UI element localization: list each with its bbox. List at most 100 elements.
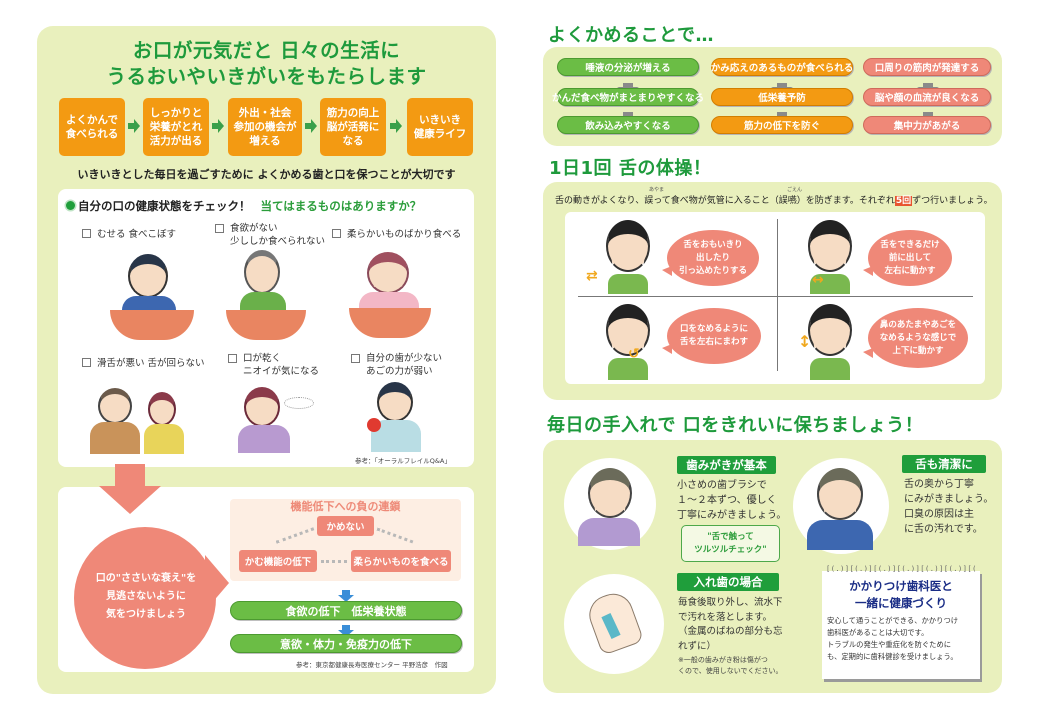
brushing-tag: 歯みがきが基本 [677,456,776,474]
arrow-icon: ↕ [798,332,812,351]
check-item-5[interactable]: 口が乾く ニオイが気になる [228,352,319,378]
arrow-down-icon [338,622,354,637]
benefit-blood-flow: 脳や顔の血流が良くなる [863,88,991,106]
brushing-text: 小さめの歯ブラシで １～２本ずつ、優しく 丁寧にみがきましょう。 [677,480,787,521]
tongue-clean-text: 舌の奥から丁寧 にみがきましょう。 口臭の原因は主 に舌の汚れです。 [904,479,994,535]
tongue-intro: 舌の動きがよくなり、誤って食べ物が気管に入ること（誤嚥）を防ぎます。それぞれ5回… [555,193,993,206]
smooth-check-box: "舌で触って ツルツルチェック" [681,525,780,562]
benefit-mouth-muscles: 口周りの筋肉が発達する [863,58,991,76]
speech-bubble-1: 舌をおもいきり 出したり 引っ込めたりする [662,230,759,286]
check-item-label: 滑舌が悪い 舌が回らない [97,358,205,369]
ruby-ayamatte: あやま [649,187,665,193]
benefit-swallow: 飲み込みやすくなる [557,116,699,134]
grid-divider [777,219,778,371]
chew-section-title: よくかめることで… [548,25,714,46]
flow-step-5: いきいき 健康ライフ [407,98,473,156]
result-appetite-nutrition: 食欲の低下 低栄養状態 [230,601,462,620]
illustration-tongue-clean-man [793,458,889,554]
memo-title: かかりつけ歯科医と 一緒に健康づくり [849,579,953,610]
subline: いきいきとした毎日を過ごすために よくかめる歯と口を保つことが大切です [77,168,456,181]
checkbox[interactable] [332,229,341,238]
speech-bubble-4: 鼻のあたまやあごを なめるような感じで 上下に動かす [863,308,968,368]
tongue-clean-tag: 舌も清潔に [902,455,986,473]
checkbox[interactable] [82,229,91,238]
check-item-4[interactable]: 滑舌が悪い 舌が回らない [82,357,205,370]
illustration-speech-couple [90,380,190,455]
illustration-choking-man [106,250,196,342]
illustration-brushing-woman [564,458,656,550]
illustration-no-appetite-man [226,250,306,342]
check-heading-text: 自分の口の健康状態をチェック！ [78,199,251,213]
checkbox[interactable] [228,354,237,363]
warning-circle-text: 口の"ささいな衰え"を 見逃さないように 気をつけましょう [95,573,197,620]
illustration-exercise-1: ⇄ [586,218,658,294]
chain-item-chew-decline: かむ機能の低下 [239,550,317,572]
benefit-chewy-food: かみ応えのあるものが食べられる [711,58,853,76]
check-heading: 自分の口の健康状態をチェック！ 当てはまるものはありますか？ [66,198,421,214]
repeat-count: 5回 [894,196,913,206]
check-item-3[interactable]: 柔らかいものばかり食べる [332,228,461,241]
grid-divider [578,296,973,297]
bullet-icon [66,201,75,210]
main-title-line1: お口が元気だと 日々の生活に [132,39,401,62]
arrow-right-icon [128,119,140,133]
main-title: お口が元気だと 日々の生活に うるおいやいきがいをもたらします [37,38,496,90]
reference-oral-frailty: 参考：「オーラルフレイルQ&A」 [355,457,451,465]
illustration-exercise-4: ↕ [798,302,860,380]
chain-title: 機能低下への負の連鎖 [290,500,401,513]
flow-step-2: しっかりと 栄養がとれ 活力が出る [143,98,209,156]
check-item-label: 柔らかいものばかり食べる [347,229,462,240]
benefit-saliva: 唾液の分泌が増える [557,58,699,76]
flow-step-4: 筋力の向上 脳が活発に なる [320,98,386,156]
check-item-6[interactable]: 自分の歯が少ない あごの力が弱い [351,352,442,378]
check-item-label: むせる 食べこぼす [97,229,177,240]
result-motivation-immunity: 意欲・体力・免疫力の低下 [230,634,462,653]
arrow-down-icon [917,78,939,93]
illustration-denture-hands [564,574,664,674]
reference-tmghig: 参考：東京都健康長寿医療センター 平野浩彦 作図 [296,661,448,669]
arrow-icon: ↺ [628,346,640,362]
check-question: 当てはまるものはありますか？ [260,199,422,213]
speech-bubble-3: 口をなめるように 舌を左右にまわす [662,308,761,364]
intro-text-end: ずつ行いましょう。 [912,196,993,206]
main-title-line2: うるおいやいきがいをもたらします [106,65,427,88]
illustration-exercise-2: ↔ [800,218,860,294]
flow-step-1: よくかんで 食べられる [59,98,125,156]
illustration-soft-food-woman [345,250,435,342]
arrow-right-icon [212,119,224,133]
memo-rings: [(.)][(.)][(.)][(.)][(.)][(.)][(.)] [826,565,978,573]
chain-item-soft-food: 柔らかいものを食べる [351,550,451,572]
arrow-down-icon [95,464,165,514]
check-item-label: 自分の歯が少ない あごの力が弱い [366,353,443,377]
illustration-dry-mouth-woman [238,383,318,455]
ruby-goen: ごえん [787,187,803,193]
arrow-down-icon [338,587,354,602]
warning-circle [74,527,216,669]
care-section-title: 毎日の手入れで 口をきれいに保ちましょう！ [547,415,924,436]
memo-body: 安心して通うことができる、かかりつけ 歯科医があることは大切です。 トラブルの発… [827,616,959,661]
arrow-icon: ⇄ [586,268,598,284]
tongue-section-title: 1日1回 舌の体操！ [549,158,712,179]
speech-bubble-2: 舌をできるだけ 前に出して 左右に動かす [863,230,952,286]
arrow-down-icon [771,78,793,93]
benefit-muscle-decline: 筋力の低下を防ぐ [711,116,853,134]
check-item-2[interactable]: 食欲がない 少ししか食べられない [215,222,325,248]
illustration-exercise-3: ↺ [598,302,658,380]
checkbox[interactable] [351,354,360,363]
denture-tag: 入れ歯の場合 [677,573,779,591]
check-item-label: 口が乾く ニオイが気になる [243,353,320,377]
intro-text: 舌の動きがよくなり、誤って食べ物が気管に入ること（誤嚥）を防ぎます。それぞれ [555,196,895,206]
checkbox[interactable] [215,224,224,233]
check-item-1[interactable]: むせる 食べこぼす [82,228,176,241]
chain-item-cant-chew: かめない [317,516,374,536]
denture-note: ※一般の歯みがき粉は傷がつ くので、使用しないでください。 [678,656,783,675]
checkbox[interactable] [82,358,91,367]
arrow-down-icon [617,78,639,93]
arrow-right-icon [390,119,402,133]
family-dentist-memo [822,571,980,679]
denture-text: 毎食後取り外し、流水下 で汚れを落とします。 （金属のばねの部分も忘 れずに） [678,597,783,652]
check-item-label: 食欲がない 少ししか食べられない [230,223,326,247]
arrow-icon: ↔ [812,272,824,288]
benefit-malnutrition-prevention: 低栄養予防 [711,88,853,106]
illustration-weak-jaw-man [365,380,425,455]
